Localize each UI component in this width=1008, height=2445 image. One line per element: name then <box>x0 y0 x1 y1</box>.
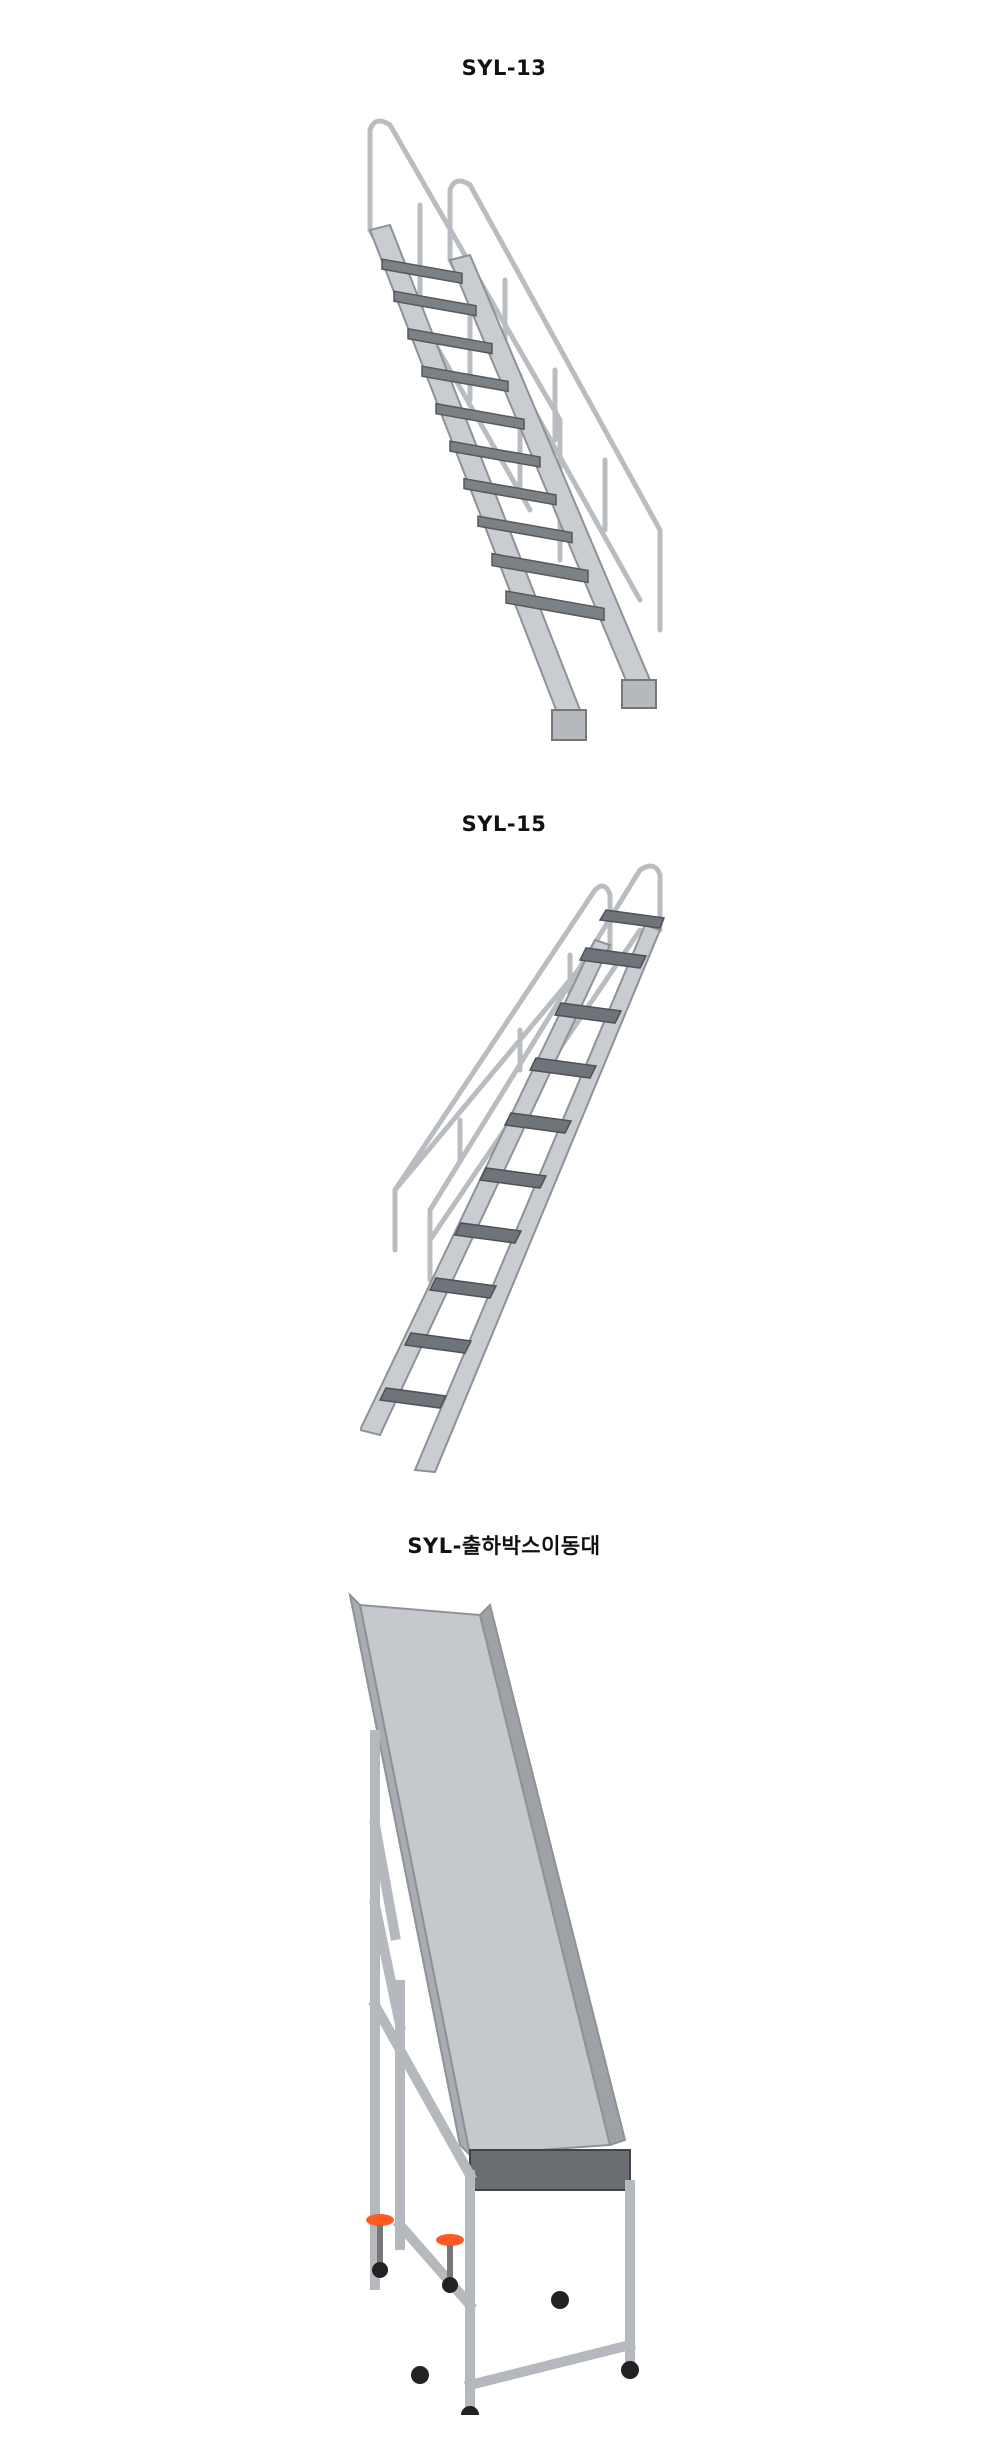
aluminum-box-chute-illustration <box>348 1591 639 2415</box>
aluminum-stair-13-illustration <box>367 118 663 741</box>
product-image-syl-15 <box>360 860 680 1480</box>
product-image-box-chute <box>340 1585 700 2415</box>
product-image-syl-13 <box>330 110 690 750</box>
product-title-box-chute: SYL-출하박스이동대 <box>407 1534 601 1558</box>
aluminum-stair-15-illustration <box>360 863 666 1474</box>
product-title-syl-15: SYL-15 <box>461 812 547 836</box>
product-title-syl-13: SYL-13 <box>461 56 547 80</box>
